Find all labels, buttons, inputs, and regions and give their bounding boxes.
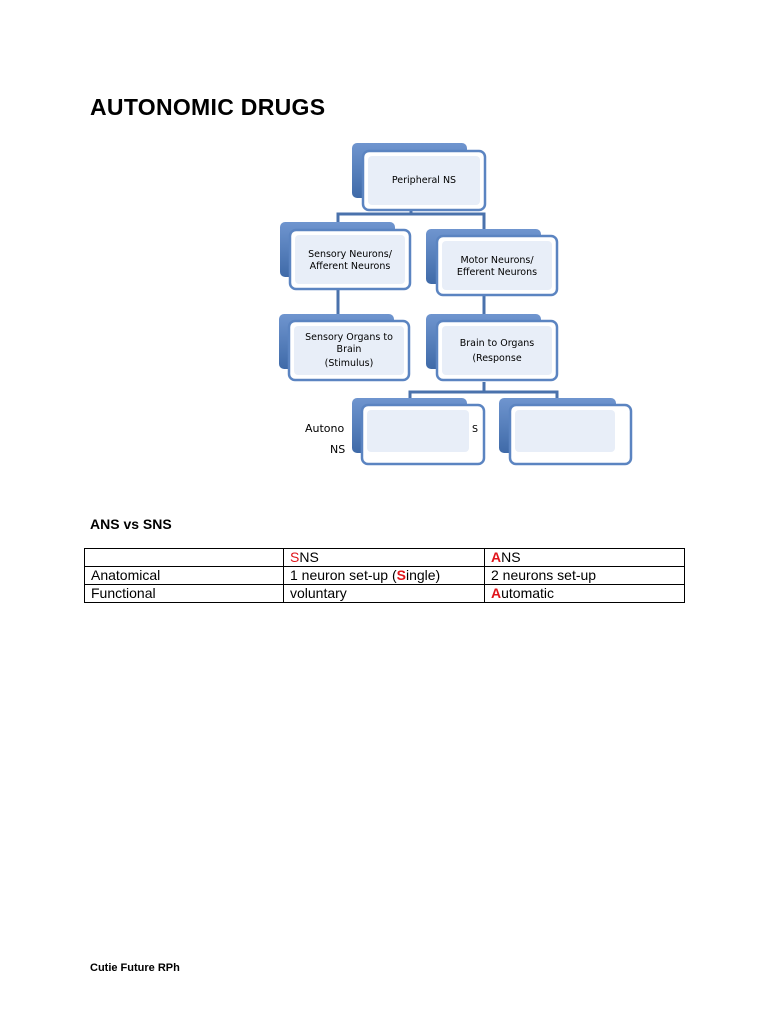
cell-sns-functional: voluntary bbox=[283, 584, 485, 603]
node-sensory-neurons-line2: Afferent Neurons bbox=[310, 261, 391, 272]
node-sensory-neurons: Sensory Neurons/ Afferent Neurons bbox=[280, 222, 412, 291]
row-label-functional: Functional bbox=[84, 584, 284, 603]
side-label-line1: Autono bbox=[305, 422, 345, 435]
single-highlight: S bbox=[396, 567, 406, 583]
table-row: Functional voluntary Automatic bbox=[84, 584, 685, 603]
node-peripheral-ns: Peripheral NS bbox=[352, 143, 487, 212]
sns-first-letter: S bbox=[290, 549, 300, 565]
node-motor-neurons-line1: Motor Neurons/ bbox=[460, 255, 534, 266]
node-sensory-organs-line1: Sensory Organs to bbox=[305, 332, 393, 343]
cell-text: utomatic bbox=[501, 585, 555, 601]
node-level4-left: S bbox=[352, 398, 486, 466]
table-row: Anatomical 1 neuron set-up (Single) 2 ne… bbox=[84, 566, 685, 585]
table-header-cell-ans: ANS bbox=[484, 548, 685, 567]
cell-ans-anatomical: 2 neurons set-up bbox=[484, 566, 685, 585]
automatic-highlight: A bbox=[491, 585, 502, 601]
ans-first-letter: A bbox=[491, 549, 502, 565]
row-label-anatomical: Anatomical bbox=[84, 566, 284, 585]
page-title: AUTONOMIC DRUGS bbox=[90, 94, 326, 120]
node-level4-right bbox=[499, 398, 633, 466]
table-header-row: SNS ANS bbox=[84, 548, 685, 567]
page-footer: Cutie Future RPh bbox=[90, 962, 180, 974]
node-level4-left-peek: S bbox=[472, 424, 478, 435]
comparison-table: SNS ANS Anatomical 1 neuron set-up (Sing… bbox=[84, 548, 685, 603]
sns-header-rest: NS bbox=[299, 549, 319, 565]
node-sensory-organs-line2: Brain bbox=[337, 344, 362, 355]
side-label-line2: NS bbox=[330, 443, 345, 456]
table-header-cell-empty bbox=[84, 548, 284, 567]
table-header-cell-sns: SNS bbox=[283, 548, 485, 567]
section-title: ANS vs SNS bbox=[90, 516, 172, 532]
cell-text: ingle) bbox=[405, 567, 441, 583]
node-motor-neurons-line2: Efferent Neurons bbox=[457, 267, 537, 278]
node-motor-neurons: Motor Neurons/ Efferent Neurons bbox=[426, 229, 559, 297]
node-sensory-neurons-line1: Sensory Neurons/ bbox=[308, 249, 393, 260]
hierarchy-diagram: Peripheral NS Sensory Neurons/ Afferent … bbox=[279, 143, 633, 466]
cell-ans-functional: Automatic bbox=[484, 584, 685, 603]
node-peripheral-ns-label: Peripheral NS bbox=[392, 175, 456, 186]
node-sensory-organs: Sensory Organs to Brain (Stimulus) bbox=[279, 314, 411, 382]
node-brain-to-organs-line1: Brain to Organs bbox=[460, 338, 535, 349]
node-brain-to-organs: Brain to Organs (Response bbox=[426, 314, 559, 382]
node-sensory-organs-line3: (Stimulus) bbox=[325, 358, 374, 369]
cell-text: 1 neuron set-up ( bbox=[290, 567, 397, 583]
cell-sns-anatomical: 1 neuron set-up (Single) bbox=[283, 566, 485, 585]
node-brain-to-organs-line2: (Response bbox=[472, 353, 521, 364]
ans-header-rest: NS bbox=[501, 549, 521, 565]
